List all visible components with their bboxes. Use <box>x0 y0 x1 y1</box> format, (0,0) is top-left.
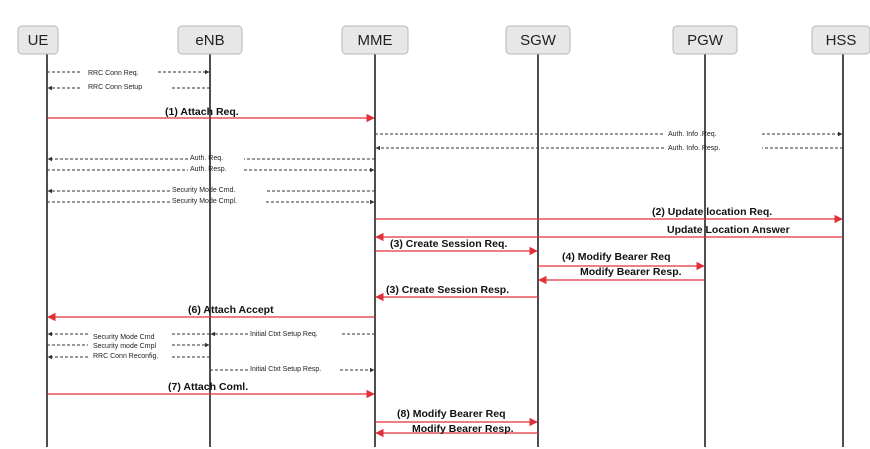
message-label-initial-ctxt-setup-resp: Initial Ctxt Setup Resp. <box>250 366 321 373</box>
message-create-session-req: (3) Create Session Req. <box>375 238 538 256</box>
message-label-auth-info-resp: Auth. Info. Resp. <box>668 145 720 152</box>
entity-box-ue <box>17 25 59 55</box>
message-attach-accept: (6) Attach Accept <box>47 304 375 322</box>
message-label-update-location-answer: Update Location Answer <box>667 224 790 236</box>
message-label-attach-req: (1) Attach Req. <box>165 106 239 118</box>
entity-mme: MME <box>341 25 409 55</box>
message-label-modify-bearer-req-1: (4) Modify Bearer Req <box>562 251 671 263</box>
message-modify-bearer-resp-1: Modify Bearer Resp. <box>538 266 705 285</box>
message-label-modify-bearer-resp-1: Modify Bearer Resp. <box>580 266 682 278</box>
message-label-initial-ctxt-setup-req: Initial Ctxt Setup Req. <box>250 331 318 338</box>
entity-label-ue: UE <box>28 32 49 49</box>
message-create-session-resp: (3) Create Session Resp. <box>375 284 538 302</box>
message-rrc-conn-req: RRC Conn Req. <box>47 69 210 77</box>
message-update-location-answer: Update Location Answer <box>375 224 843 242</box>
entity-ue: UE <box>17 25 59 55</box>
message-sec-mode-cmpl: Security Mode Cmpl. <box>47 198 375 205</box>
entity-label-sgw: SGW <box>520 32 557 49</box>
message-sec-mode-cmd: Security Mode Cmd. <box>47 187 375 194</box>
message-label-attach-accept: (6) Attach Accept <box>188 304 274 316</box>
message-auth-resp: Auth. Resp. <box>47 166 375 173</box>
entity-pgw: PGW <box>672 25 738 55</box>
entity-box-hss <box>811 25 870 55</box>
entity-enb: eNB <box>177 25 243 55</box>
message-label-attach-coml: (7) Attach Coml. <box>168 381 248 393</box>
entity-box-pgw <box>672 25 738 55</box>
message-label-auth-req: Auth. Req. <box>190 155 223 162</box>
lifelines <box>46 45 844 447</box>
message-rrc-conn-setup: RRC Conn Setup <box>47 84 210 91</box>
messages: RRC Conn Req. RRC Conn Setup (1) Attach Re… <box>47 69 843 438</box>
entity-box-mme <box>341 25 409 55</box>
message-label-create-session-resp: (3) Create Session Resp. <box>386 284 509 296</box>
message-label-create-session-req: (3) Create Session Req. <box>390 238 507 250</box>
message-auth-info-resp: Auth. Info. Resp. <box>375 145 843 152</box>
message-label-rrc-conn-setup: RRC Conn Setup <box>88 84 142 91</box>
message-initial-ctxt-setup-resp: Initial Ctxt Setup Resp. <box>210 366 375 373</box>
message-initial-ctxt-setup-req: Initial Ctxt Setup Req. <box>210 331 375 338</box>
message-label-sec-mode-cmd: Security Mode Cmd. <box>172 187 235 194</box>
entity-box-sgw <box>505 25 571 55</box>
message-rrc-conn-reconfig: RRC Conn Reconfig. <box>47 353 210 360</box>
entity-label-mme: MME <box>358 32 393 49</box>
message-sec-mode-cmd-2: Security Mode Cmd <box>47 331 210 341</box>
entity-sgw: SGW <box>505 25 571 55</box>
message-label-modify-bearer-req-2: (8) Modify Bearer Req <box>397 408 506 420</box>
message-label-sec-mode-cmd-2: Security Mode Cmd <box>93 334 155 341</box>
message-modify-bearer-req-1: (4) Modify Bearer Req <box>538 251 705 271</box>
entity-label-pgw: PGW <box>687 32 724 49</box>
message-label-sec-mode-cmpl-2: Security mode Cmpl <box>93 343 156 350</box>
message-attach-coml: (7) Attach Coml. <box>47 381 375 399</box>
message-label-modify-bearer-resp-2: Modify Bearer Resp. <box>412 423 514 435</box>
entity-label-enb: eNB <box>195 32 224 49</box>
message-label-sec-mode-cmpl: Security Mode Cmpl. <box>172 198 237 205</box>
message-update-location-req: (2) Update location Req. <box>375 206 843 224</box>
message-label-update-location-req: (2) Update location Req. <box>652 206 772 218</box>
message-modify-bearer-resp-2: Modify Bearer Resp. <box>375 423 538 438</box>
message-auth-req: Auth. Req. <box>47 155 375 162</box>
message-attach-req: (1) Attach Req. <box>47 106 375 123</box>
message-auth-info-req: Auth. Info .Req. <box>375 131 843 138</box>
message-sec-mode-cmpl-2: Security mode Cmpl <box>47 342 210 350</box>
message-modify-bearer-req-2: (8) Modify Bearer Req <box>375 408 538 427</box>
entity-hss: HSS <box>811 25 870 55</box>
message-label-auth-info-req: Auth. Info .Req. <box>668 131 717 138</box>
entity-label-hss: HSS <box>826 32 857 49</box>
message-label-rrc-conn-reconfig: RRC Conn Reconfig. <box>93 353 158 360</box>
entity-headers: UE eNB MME SGW PGW HSS <box>17 25 870 55</box>
message-label-rrc-conn-req: RRC Conn Req. <box>88 70 139 77</box>
entity-box-enb <box>177 25 243 55</box>
message-label-auth-resp: Auth. Resp. <box>190 166 227 173</box>
